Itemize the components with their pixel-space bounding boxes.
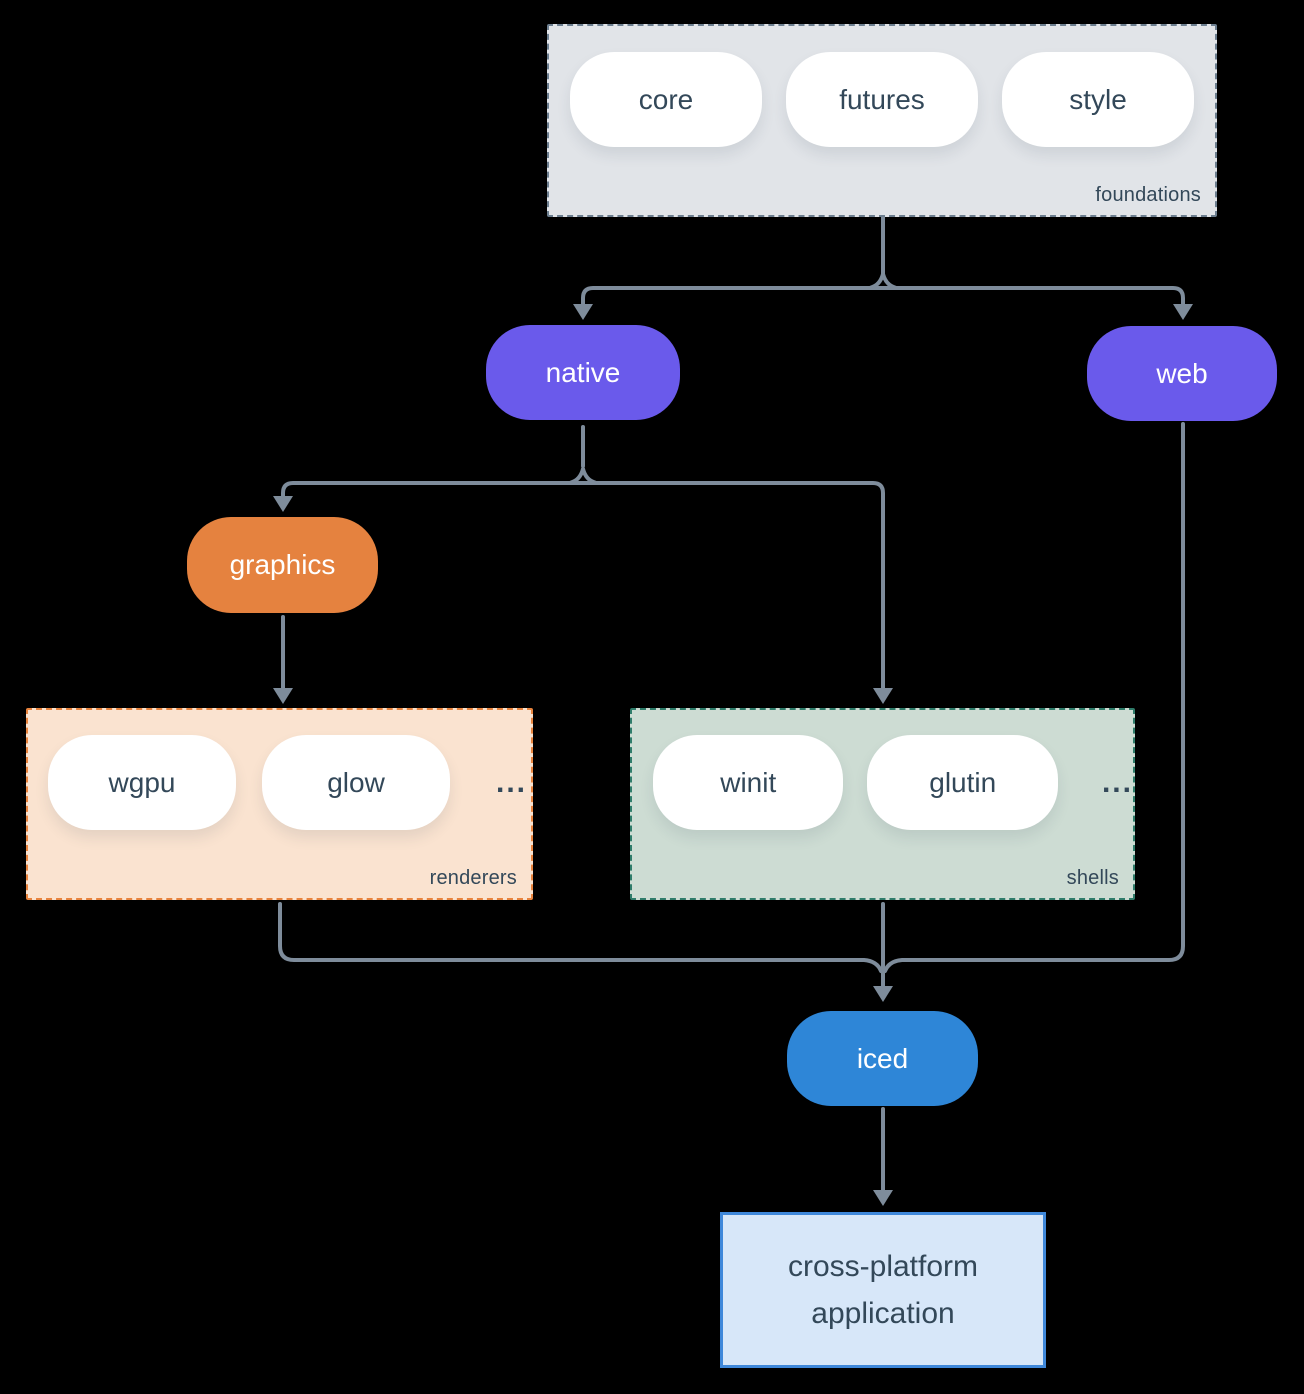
foundations-group: core futures style foundations (547, 24, 1217, 217)
node-wgpu: wgpu (48, 735, 236, 830)
shells-pill-row: winit glutin ... (632, 710, 1133, 830)
arrow-to-shells (873, 688, 893, 704)
foundations-label: foundations (1095, 184, 1201, 206)
node-iced: iced (787, 1011, 978, 1106)
edge-native-flare (569, 467, 597, 485)
application-box: cross-platform application (720, 1212, 1046, 1368)
node-style: style (1002, 52, 1194, 147)
renderers-pill-row: wgpu glow ... (28, 710, 531, 830)
arrow-to-native (573, 304, 593, 320)
arrow-to-application (873, 1190, 893, 1206)
arrow-to-iced (873, 986, 893, 1002)
renderers-label: renderers (429, 867, 517, 889)
renderers-ellipsis: ... (496, 765, 528, 799)
foundations-pill-row: core futures style (549, 26, 1215, 147)
node-winit: winit (653, 735, 844, 830)
edge-split-native-web (581, 286, 1185, 308)
node-native: native (486, 325, 680, 420)
shells-ellipsis: ... (1101, 765, 1133, 799)
edge-web-merge (883, 422, 1185, 973)
arrow-to-web (1173, 304, 1193, 320)
renderers-group: wgpu glow ... renderers (26, 708, 533, 900)
application-line2: application (811, 1297, 955, 1330)
shells-label: shells (1066, 867, 1119, 889)
edge-foundations-flare (869, 272, 897, 290)
edge-native-branches (281, 481, 885, 692)
shells-group: winit glutin ... shells (630, 708, 1135, 900)
node-futures: futures (786, 52, 978, 147)
arrow-to-graphics (273, 496, 293, 512)
edge-renderers-merge (278, 902, 883, 973)
node-core: core (570, 52, 762, 147)
node-glow: glow (262, 735, 450, 830)
application-line1: cross-platform (787, 1250, 979, 1283)
arrow-to-renderers (273, 688, 293, 704)
node-graphics: graphics (187, 517, 378, 613)
node-web: web (1087, 326, 1277, 421)
node-glutin: glutin (867, 735, 1058, 830)
